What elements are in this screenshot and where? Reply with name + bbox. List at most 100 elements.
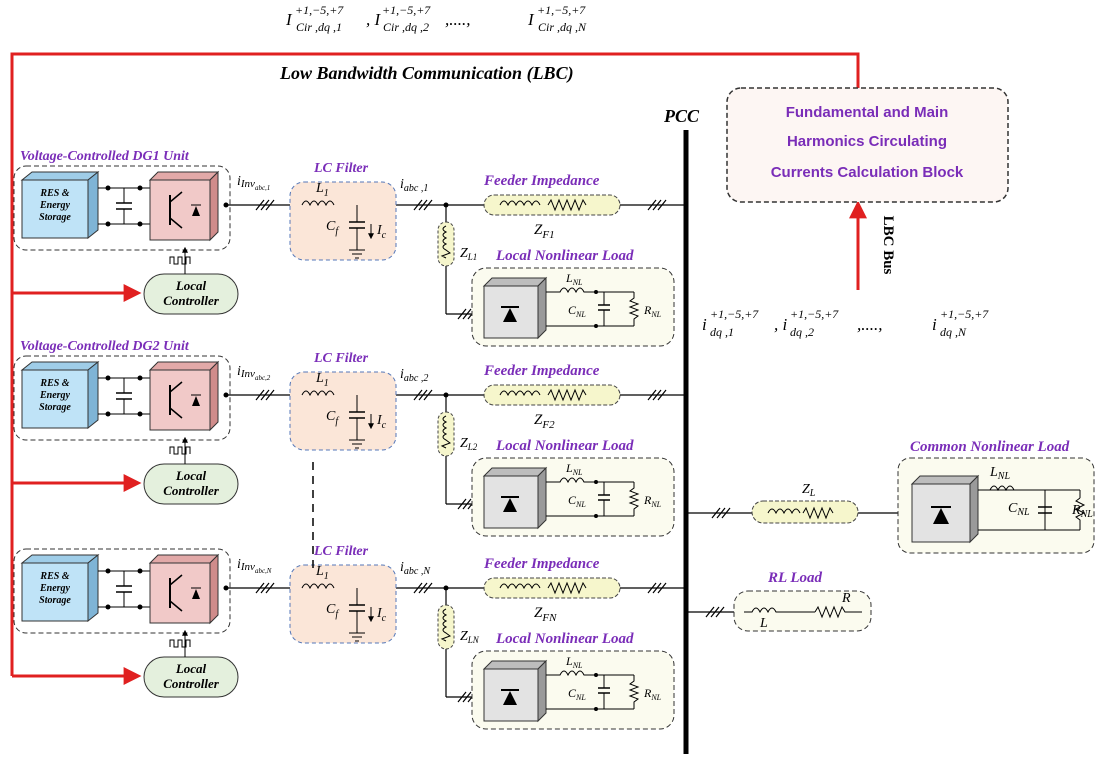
local-nonlinear-load <box>471 650 675 730</box>
svg-text:i: i <box>932 315 937 334</box>
feeder-z-label: ZFN <box>534 605 557 624</box>
load-z-label: ZL1 <box>460 246 477 262</box>
source-label: Storage <box>39 402 71 413</box>
feeder-impedance <box>483 194 621 216</box>
controller-label: Controller <box>163 483 220 498</box>
svg-text:I: I <box>285 10 293 29</box>
lbc-bus-label: LBC Bus <box>880 216 896 275</box>
lc-cap-current-label: Ic <box>376 606 387 624</box>
calc-block: Fundamental and Main Harmonics Circulati… <box>726 87 1009 203</box>
svg-text:dq ,2: dq ,2 <box>790 325 814 339</box>
rl-load-r: R <box>841 591 851 606</box>
rectifier-icon <box>482 276 548 340</box>
svg-text:I: I <box>527 10 535 29</box>
local-load-title: Local Nonlinear Load <box>495 438 634 454</box>
svg-text:i: i <box>702 315 707 334</box>
source-label: RES & <box>39 188 69 199</box>
svg-text:Cir ,dq ,N: Cir ,dq ,N <box>538 20 587 34</box>
lbc-title: Low Bandwidth Communication (LBC) <box>279 63 574 84</box>
local-load-cnl: CNL <box>568 493 586 509</box>
dg-unit-title: Voltage-Controlled DG2 Unit <box>20 339 190 354</box>
controller-label: Local <box>175 661 207 676</box>
source-label: RES & <box>39 378 69 389</box>
feeder-impedance <box>483 577 621 599</box>
feeder-title: Feeder Impedance <box>483 173 600 189</box>
svg-text:Cir ,dq ,1: Cir ,dq ,1 <box>296 20 342 34</box>
local-load-rnl: RNL <box>643 493 662 509</box>
common-load-branch: ZL <box>686 482 898 524</box>
pwm-icon <box>169 446 191 455</box>
local-load-cnl: CNL <box>568 686 586 702</box>
lc-capacitor-label: Cf <box>326 602 339 620</box>
calc-block-line2: Harmonics Circulating <box>787 133 947 150</box>
local-load-title: Local Nonlinear Load <box>495 631 634 647</box>
source-label: RES & <box>39 571 69 582</box>
svg-text:+1,−5,+7: +1,−5,+7 <box>940 307 989 321</box>
lbc-red-lines <box>10 52 867 685</box>
local-load-lnl: LNL <box>565 271 583 287</box>
svg-text:,....,: ,...., <box>445 10 471 29</box>
lc-inductor-label: L1 <box>315 564 329 582</box>
feeder-z-label: ZF1 <box>534 222 555 241</box>
measured-currents-label: i +1,−5,+7 dq ,1 , i +1,−5,+7 dq ,2 ,...… <box>702 307 989 339</box>
lc-filter <box>289 371 397 451</box>
lc-cap-current-label: Ic <box>376 413 387 431</box>
controller-label: Controller <box>163 676 220 691</box>
local-load-title: Local Nonlinear Load <box>495 248 634 264</box>
source-label: Energy <box>39 583 71 594</box>
pwm-icon <box>169 639 191 648</box>
load-z-label: ZLN <box>460 629 480 645</box>
inverter-icon <box>148 360 220 432</box>
rectifier-icon <box>482 659 548 723</box>
feeder-title: Feeder Impedance <box>483 363 600 379</box>
svg-text:, i: , i <box>774 315 788 334</box>
lc-capacitor-label: Cf <box>326 219 339 237</box>
inverter-current-label: iInvabc,N <box>237 557 272 575</box>
load-z-label: ZL2 <box>460 436 478 452</box>
svg-text:,....,: ,...., <box>857 315 883 334</box>
feeder-z-label: ZF2 <box>534 412 555 431</box>
svg-text:Cir ,dq ,2: Cir ,dq ,2 <box>383 20 429 34</box>
common-nonlinear-load: Common Nonlinear Load LNL CNL RNL <box>897 439 1095 554</box>
controller-label: Local <box>175 278 207 293</box>
local-nonlinear-load <box>471 457 675 537</box>
inverter-current-label: iInvabc,1 <box>237 174 270 192</box>
feeder-impedance <box>483 384 621 406</box>
source-label: Energy <box>39 200 71 211</box>
svg-text:dq ,N: dq ,N <box>940 325 967 339</box>
common-load-z: ZL <box>802 482 816 499</box>
svg-text:+1,−5,+7: +1,−5,+7 <box>295 3 344 17</box>
svg-text:, I: , I <box>366 10 382 29</box>
rectifier-icon <box>482 466 548 530</box>
svg-text:+1,−5,+7: +1,−5,+7 <box>710 307 759 321</box>
controller-label: Controller <box>163 293 220 308</box>
inverter-icon <box>148 170 220 242</box>
rectifier-icon <box>910 474 980 544</box>
common-load-title: Common Nonlinear Load <box>910 439 1070 455</box>
grid-current-label: iabc ,1 <box>400 177 428 194</box>
lc-filter-title: LC Filter <box>313 161 369 176</box>
lc-inductor-label: L1 <box>315 371 329 389</box>
calc-block-line1: Fundamental and Main <box>786 104 949 121</box>
pwm-icon <box>169 256 191 265</box>
source-label: Storage <box>39 595 71 606</box>
lc-capacitor-label: Cf <box>326 409 339 427</box>
local-nonlinear-load <box>471 267 675 347</box>
circulating-currents-top-label: I +1,−5,+7 Cir ,dq ,1 , I +1,−5,+7 Cir ,… <box>285 3 587 34</box>
local-load-lnl: LNL <box>565 654 583 670</box>
svg-text:+1,−5,+7: +1,−5,+7 <box>790 307 839 321</box>
local-load-cnl: CNL <box>568 303 586 319</box>
rl-load-title: RL Load <box>767 570 823 586</box>
lc-inductor-label: L1 <box>315 181 329 199</box>
local-load-rnl: RNL <box>643 303 662 319</box>
pcc-label: PCC <box>663 106 700 126</box>
